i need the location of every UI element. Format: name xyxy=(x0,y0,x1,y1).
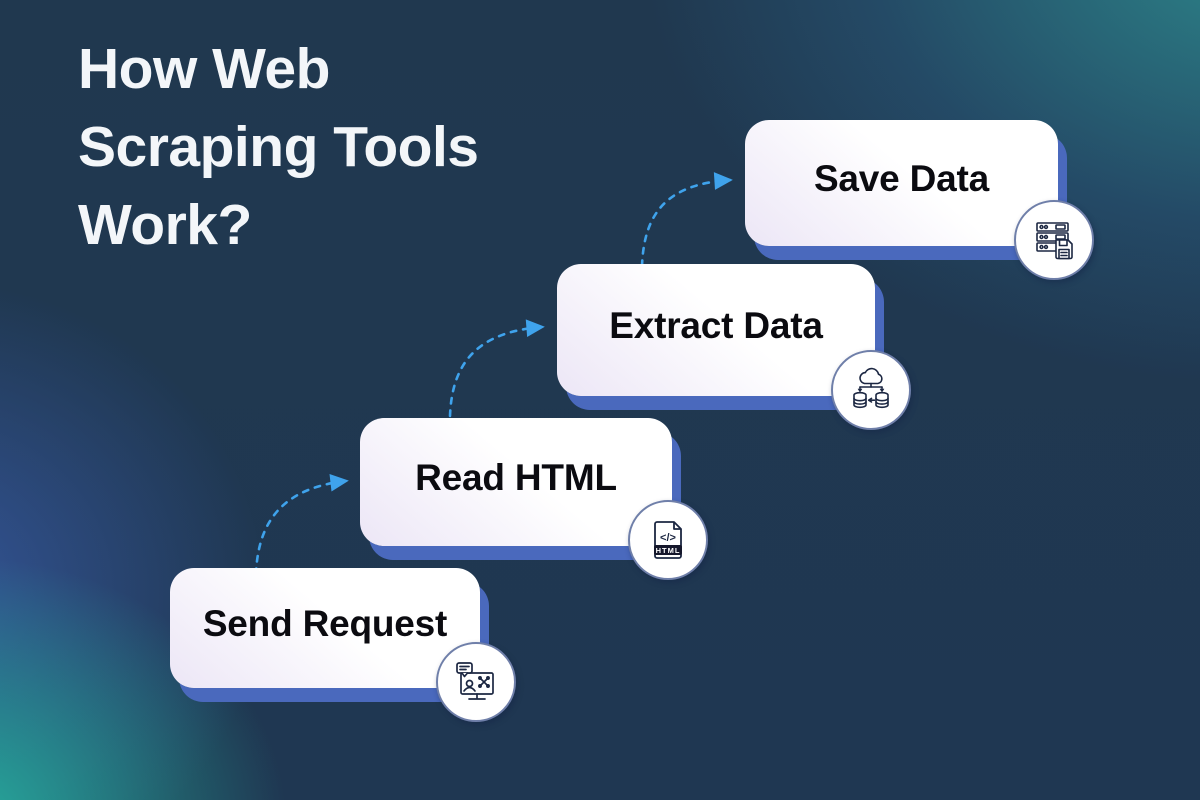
step-label-send-request: Send Request xyxy=(202,603,448,644)
arrow-step2-step3 xyxy=(448,319,545,418)
step-icon-badge-send-request xyxy=(436,642,516,722)
server-save-icon xyxy=(1036,222,1073,260)
step-card-read-html: Read HTML </> HTML xyxy=(360,418,708,580)
step-card-send-request: Send Request xyxy=(170,568,516,722)
step-card-extract-data: Extract Data xyxy=(557,264,911,430)
cloud-database-icon xyxy=(853,367,889,409)
arrow-step3-step4 xyxy=(640,172,733,268)
code-glyph-text: </> xyxy=(660,532,676,544)
step-label-extract-data: Extract Data xyxy=(609,305,823,346)
title-line-1: How Web xyxy=(78,37,330,101)
title-line-3: Work? xyxy=(78,193,252,258)
step-label-read-html: Read HTML xyxy=(415,457,617,498)
step-label-save-data: Save Data xyxy=(813,158,990,199)
step-icon-badge-read-html: </> HTML xyxy=(628,500,708,580)
html-file-icon: </> HTML xyxy=(654,521,682,559)
step-icon-badge-save-data xyxy=(1014,200,1094,280)
arrow-step1-step2 xyxy=(254,473,349,576)
monitor-request-icon xyxy=(456,662,494,700)
step-icon-badge-extract-data xyxy=(831,350,911,430)
html-tag-text: HTML xyxy=(656,546,681,555)
title-line-2: Scraping Tools xyxy=(78,115,479,180)
step-card-save-data: Save Data xyxy=(745,120,1094,280)
